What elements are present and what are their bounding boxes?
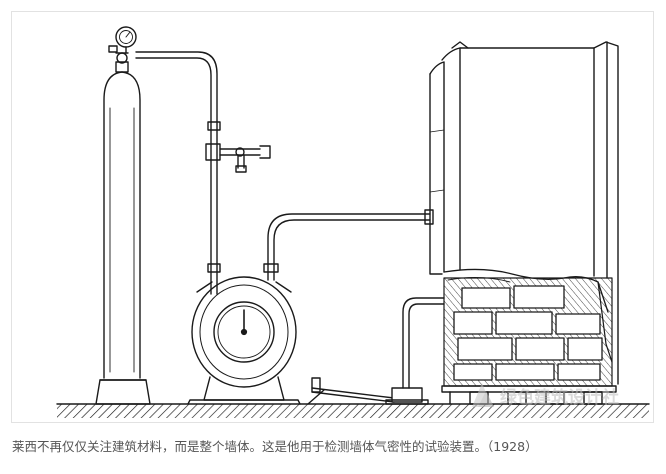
supply-pipe [135, 51, 271, 295]
foot-lever [307, 297, 445, 405]
box-pipe [263, 209, 434, 281]
pressure-gauge [187, 276, 301, 405]
ground [56, 403, 650, 418]
airtightness-test-apparatus-drawing [56, 26, 650, 418]
gas-cylinder [95, 26, 151, 405]
figure-caption: 莱西不再仅仅关注建筑材料，而是整个墙体。这是他用于检测墙体气密性的试验装置。（1… [12, 439, 538, 454]
illustration-frame [11, 11, 654, 423]
brick-wall-specimen [441, 277, 617, 405]
